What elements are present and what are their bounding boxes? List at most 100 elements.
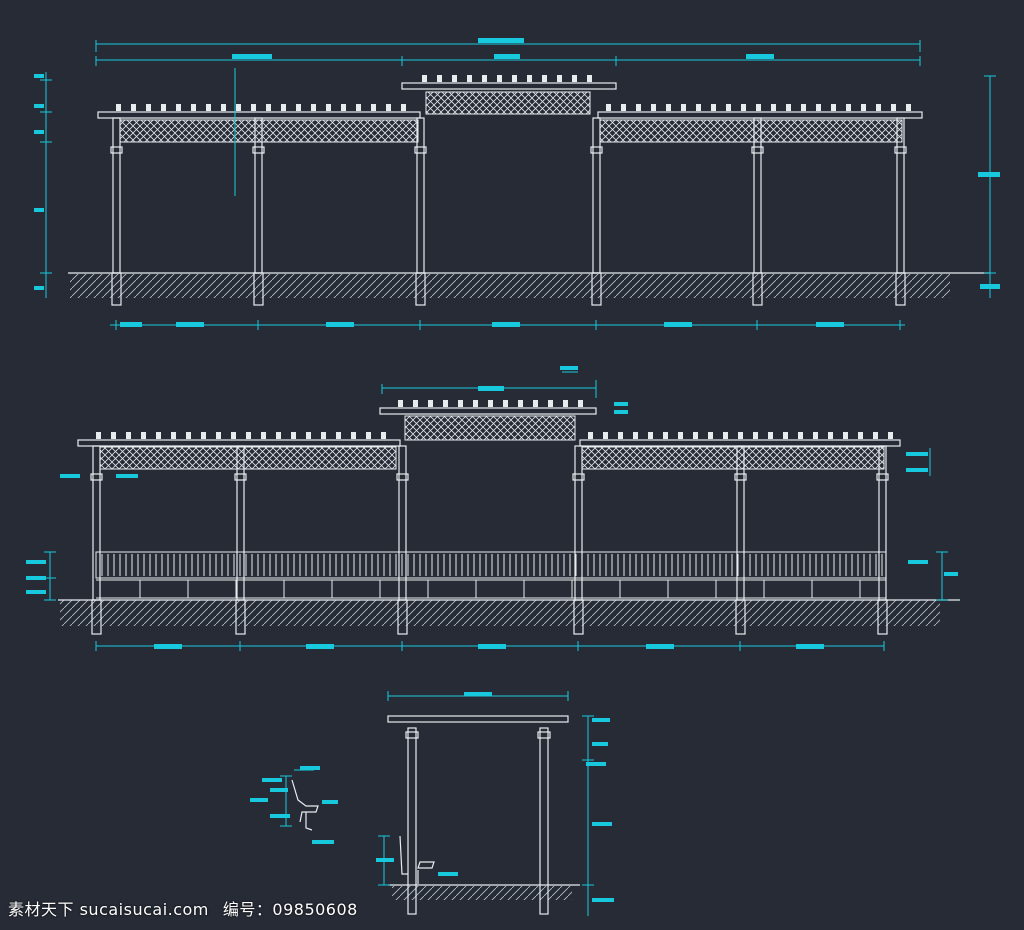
column	[112, 117, 121, 274]
rafter-end	[473, 400, 478, 407]
rafter-end	[548, 400, 553, 407]
rafter-end	[621, 104, 626, 111]
column-footing	[397, 599, 408, 635]
rafter-end	[603, 432, 608, 439]
rafter-end	[678, 432, 683, 439]
column-capital	[590, 146, 603, 154]
column-footing	[591, 272, 602, 306]
rafter-end	[161, 104, 166, 111]
rafter-end	[422, 75, 427, 82]
column-footing	[111, 272, 122, 306]
column-capital	[90, 473, 103, 481]
rafter-end	[533, 400, 538, 407]
column	[592, 117, 601, 274]
rafter-end	[876, 104, 881, 111]
rafter-end	[261, 432, 266, 439]
rafter-end	[873, 432, 878, 439]
column-footing	[752, 272, 763, 306]
rafter-end	[276, 432, 281, 439]
lattice-panel	[425, 91, 591, 115]
rafter-end	[281, 104, 286, 111]
rafter-end	[888, 432, 893, 439]
rafter-end	[266, 104, 271, 111]
rafter-end	[458, 400, 463, 407]
rafter-end	[371, 104, 376, 111]
rafter-end	[236, 104, 241, 111]
rafter-end	[783, 432, 788, 439]
rafter-end	[618, 432, 623, 439]
rafter-end	[527, 75, 532, 82]
rafter-end	[206, 104, 211, 111]
ground-hatch	[60, 600, 940, 626]
rafter-end	[341, 104, 346, 111]
rafter-end	[651, 104, 656, 111]
lattice-panel	[581, 446, 885, 470]
column-footing	[253, 272, 264, 306]
side-elevation	[26, 366, 960, 651]
rafter-end	[738, 432, 743, 439]
column-footing	[91, 599, 102, 635]
rafter-end	[146, 104, 151, 111]
rafter-end	[831, 104, 836, 111]
column-capital	[234, 473, 247, 481]
column-footing	[573, 599, 584, 635]
column-capital	[414, 146, 427, 154]
rafter-end	[336, 432, 341, 439]
column-capital	[396, 473, 409, 481]
rafter-end	[311, 104, 316, 111]
column-capital	[894, 146, 907, 154]
rafter-end	[428, 400, 433, 407]
rafter-end	[666, 104, 671, 111]
rafter-end	[798, 432, 803, 439]
rafter-end	[176, 104, 181, 111]
rafter-end	[296, 104, 301, 111]
rafter-end	[512, 75, 517, 82]
ground-hatch	[392, 886, 572, 900]
rafter-end	[891, 104, 896, 111]
rafter-end	[768, 432, 773, 439]
rafter-end	[828, 432, 833, 439]
rafter-end	[633, 432, 638, 439]
rafter-end	[557, 75, 562, 82]
rafter-end	[723, 432, 728, 439]
rafter-end	[131, 104, 136, 111]
rafter-end	[813, 432, 818, 439]
rafter-end	[467, 75, 472, 82]
rafter-end	[663, 432, 668, 439]
rafter-end	[497, 75, 502, 82]
rafter-end	[753, 432, 758, 439]
rafter-end	[156, 432, 161, 439]
column-footing	[235, 599, 246, 635]
rafter-end	[696, 104, 701, 111]
rafter-end	[482, 75, 487, 82]
rafter-end	[413, 400, 418, 407]
rafter-end	[186, 432, 191, 439]
rafter-end	[356, 104, 361, 111]
rafter-end	[693, 432, 698, 439]
column-capital	[734, 473, 747, 481]
rafter-end	[251, 104, 256, 111]
column-footing	[877, 599, 888, 635]
lattice-panel	[404, 415, 576, 441]
rafter-end	[381, 432, 386, 439]
rafter-end	[111, 432, 116, 439]
rafter-end	[711, 104, 716, 111]
rafter-end	[488, 400, 493, 407]
rafter-end	[606, 104, 611, 111]
front-elevation	[34, 38, 1000, 330]
rafter-end	[801, 104, 806, 111]
lattice-panel	[99, 446, 397, 470]
column	[574, 445, 583, 601]
column-capital	[110, 146, 123, 154]
rafter-end	[542, 75, 547, 82]
column-footing	[895, 272, 906, 306]
rafter-end	[221, 104, 226, 111]
rafter-end	[443, 400, 448, 407]
rafter-end	[563, 400, 568, 407]
rafter-end	[786, 104, 791, 111]
rafter-end	[116, 104, 121, 111]
rafter-end	[216, 432, 221, 439]
rafter-end	[726, 104, 731, 111]
rafter-end	[503, 400, 508, 407]
